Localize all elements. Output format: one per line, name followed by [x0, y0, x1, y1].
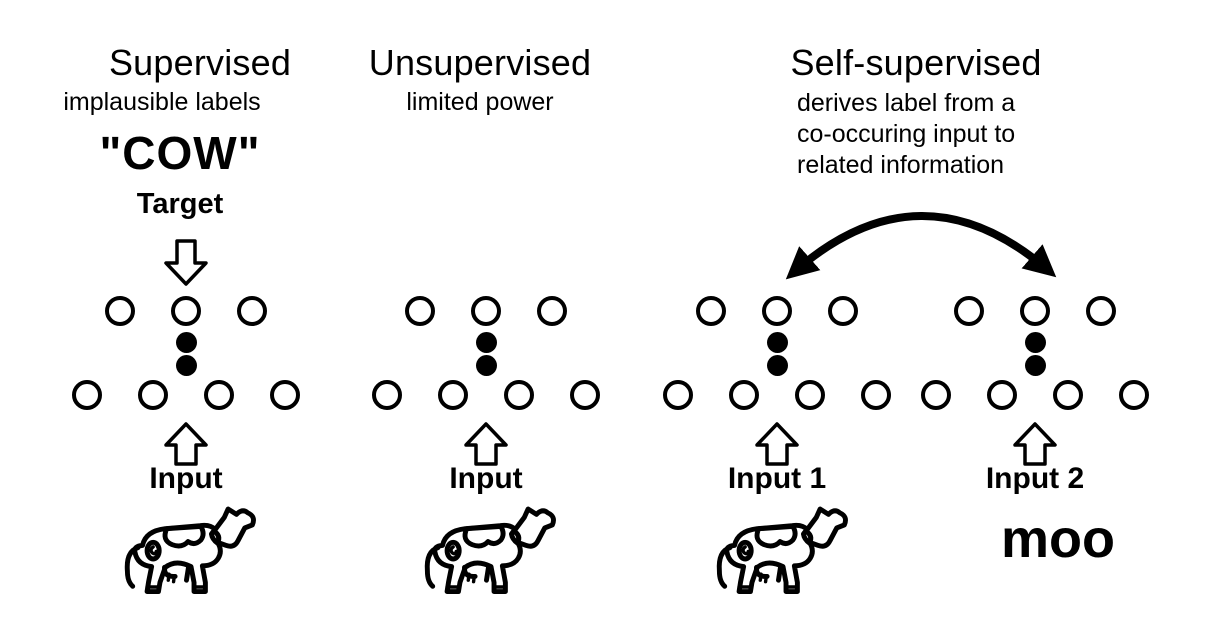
network-row	[72, 380, 300, 410]
hidden-node	[175, 332, 197, 353]
unit-node	[921, 380, 951, 410]
hidden-node	[475, 332, 497, 353]
curved-double-arrow-icon	[785, 212, 1057, 280]
unit-node	[1119, 380, 1149, 410]
unit-node	[861, 380, 891, 410]
cow-icon	[115, 506, 267, 612]
subtitle-line: derives label from a	[797, 89, 1016, 117]
network-row	[105, 296, 267, 326]
supervised-subtitle: implausible labels	[63, 88, 261, 116]
cow-icon	[415, 506, 567, 612]
unit-node	[729, 380, 759, 410]
unit-node	[504, 380, 534, 410]
unit-node	[471, 296, 501, 326]
unit-node	[72, 380, 102, 410]
supervised-title: Supervised	[108, 42, 292, 83]
network-row	[475, 332, 497, 376]
self-supervised-subtitle: derives label from a co-occuring input t…	[797, 88, 1015, 181]
unit-node	[795, 380, 825, 410]
up-arrow-icon	[1013, 422, 1057, 466]
hidden-node	[1024, 332, 1046, 353]
moo-label: moo	[1001, 509, 1115, 569]
unit-node	[237, 296, 267, 326]
network-input2	[905, 296, 1165, 410]
unit-node	[762, 296, 792, 326]
network-row	[372, 380, 600, 410]
unit-node	[105, 296, 135, 326]
unit-node	[954, 296, 984, 326]
unit-node	[270, 380, 300, 410]
unsupervised-subtitle: limited power	[406, 88, 554, 116]
subtitle-line: co-occuring input to	[797, 120, 1016, 148]
down-arrow-icon	[164, 239, 208, 286]
unit-node	[663, 380, 693, 410]
network-input1	[647, 296, 907, 410]
unit-node	[1086, 296, 1116, 326]
cow-icon	[707, 506, 859, 612]
unit-node	[570, 380, 600, 410]
network-row	[663, 380, 891, 410]
target-caption: Target	[136, 188, 224, 220]
unit-node	[987, 380, 1017, 410]
unit-node	[1020, 296, 1050, 326]
unit-node	[438, 380, 468, 410]
network-supervised	[56, 296, 316, 410]
hidden-node	[475, 355, 497, 376]
unit-node	[204, 380, 234, 410]
unit-node	[696, 296, 726, 326]
unit-node	[1053, 380, 1083, 410]
up-arrow-icon	[464, 422, 508, 466]
hidden-node	[175, 355, 197, 376]
network-row	[405, 296, 567, 326]
unit-node	[171, 296, 201, 326]
network-row	[954, 296, 1116, 326]
unit-node	[405, 296, 435, 326]
network-row	[175, 332, 197, 376]
unit-node	[138, 380, 168, 410]
network-row	[696, 296, 858, 326]
unsupervised-title: Unsupervised	[368, 42, 592, 83]
unit-node	[828, 296, 858, 326]
unit-node	[372, 380, 402, 410]
subtitle-line: related information	[797, 151, 1005, 179]
hidden-node	[766, 332, 788, 353]
network-row	[1024, 332, 1046, 376]
up-arrow-icon	[755, 422, 799, 466]
hidden-node	[766, 355, 788, 376]
network-unsupervised	[356, 296, 616, 410]
network-row	[766, 332, 788, 376]
input2-label: Input 2	[985, 462, 1085, 495]
up-arrow-icon	[164, 422, 208, 466]
hidden-node	[1024, 355, 1046, 376]
unsupervised-input-label: Input	[449, 462, 523, 495]
input1-label: Input 1	[727, 462, 827, 495]
network-row	[921, 380, 1149, 410]
self-supervised-title: Self-supervised	[790, 42, 1042, 83]
cow-target-label: "COW"	[99, 127, 261, 179]
supervised-input-label: Input	[149, 462, 223, 495]
unit-node	[537, 296, 567, 326]
